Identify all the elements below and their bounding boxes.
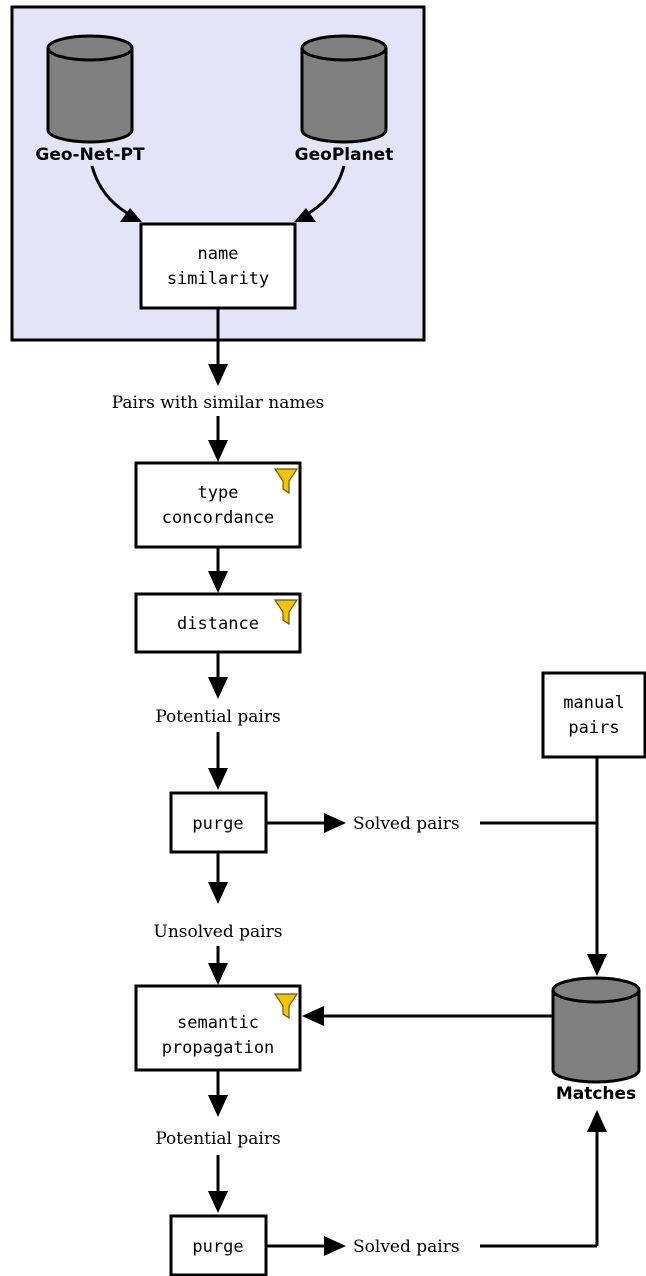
unsolved-pairs-label: Unsolved pairs bbox=[154, 922, 283, 942]
pairs-with-similar-names-label: Pairs with similar names bbox=[112, 393, 324, 413]
solved-pairs-label-2: Solved pairs bbox=[353, 1237, 460, 1257]
arrowhead bbox=[208, 364, 228, 386]
solved-pairs-label-1: Solved pairs bbox=[353, 814, 460, 834]
potential-pairs-label-2: Potential pairs bbox=[155, 1129, 280, 1149]
arrowhead bbox=[324, 1236, 346, 1256]
type-concordance-line-2: concordance bbox=[162, 508, 275, 528]
arrowhead bbox=[324, 813, 346, 833]
manual-pairs-line-2: pairs bbox=[568, 718, 619, 738]
arrowhead bbox=[208, 963, 228, 985]
semantic-propagation-box: semantic propagation bbox=[134, 984, 302, 1072]
arrowhead bbox=[294, 208, 316, 222]
purge-box-1: purge bbox=[169, 791, 268, 854]
arrowhead bbox=[587, 954, 607, 976]
arrowhead bbox=[208, 571, 228, 593]
manual-pairs-box: manual pairs bbox=[541, 671, 646, 759]
purge-box-2: purge bbox=[169, 1214, 268, 1276]
arrowhead bbox=[208, 768, 228, 790]
purge-label-2: purge bbox=[192, 1237, 243, 1257]
arrowhead bbox=[208, 440, 228, 462]
manual-pairs-line-1: manual bbox=[563, 693, 624, 713]
potential-pairs-label-1: Potential pairs bbox=[155, 707, 280, 727]
matches-database: Matches bbox=[551, 976, 641, 1104]
arrowhead bbox=[208, 677, 228, 699]
database-icon bbox=[46, 34, 134, 144]
database-icon bbox=[300, 34, 388, 144]
distance-label: distance bbox=[177, 614, 259, 634]
name-similarity-line-2: similarity bbox=[167, 269, 269, 289]
geoplanet-label: GeoPlanet bbox=[295, 145, 394, 165]
distance-box: distance bbox=[134, 592, 302, 654]
type-concordance-box: type concordance bbox=[134, 461, 302, 549]
arrowhead bbox=[302, 1006, 324, 1026]
type-concordance-line-1: type bbox=[198, 483, 239, 503]
geo-net-pt-database: Geo-Net-PT bbox=[35, 34, 145, 165]
semantic-propagation-line-2: propagation bbox=[162, 1038, 275, 1058]
arrowhead bbox=[587, 1110, 607, 1132]
semantic-propagation-line-1: semantic bbox=[177, 1013, 259, 1033]
database-icon bbox=[551, 976, 641, 1084]
arrowhead bbox=[208, 882, 228, 904]
name-similarity-line-1: name bbox=[198, 244, 239, 264]
arrowhead bbox=[120, 208, 142, 222]
arrowhead bbox=[208, 1095, 228, 1117]
geo-net-pt-label: Geo-Net-PT bbox=[35, 145, 145, 165]
purge-label-1: purge bbox=[192, 814, 243, 834]
name-similarity-box: name similarity bbox=[139, 222, 297, 310]
geoplanet-database: GeoPlanet bbox=[295, 34, 394, 165]
arrowhead bbox=[208, 1191, 228, 1213]
matches-label: Matches bbox=[556, 1084, 636, 1104]
